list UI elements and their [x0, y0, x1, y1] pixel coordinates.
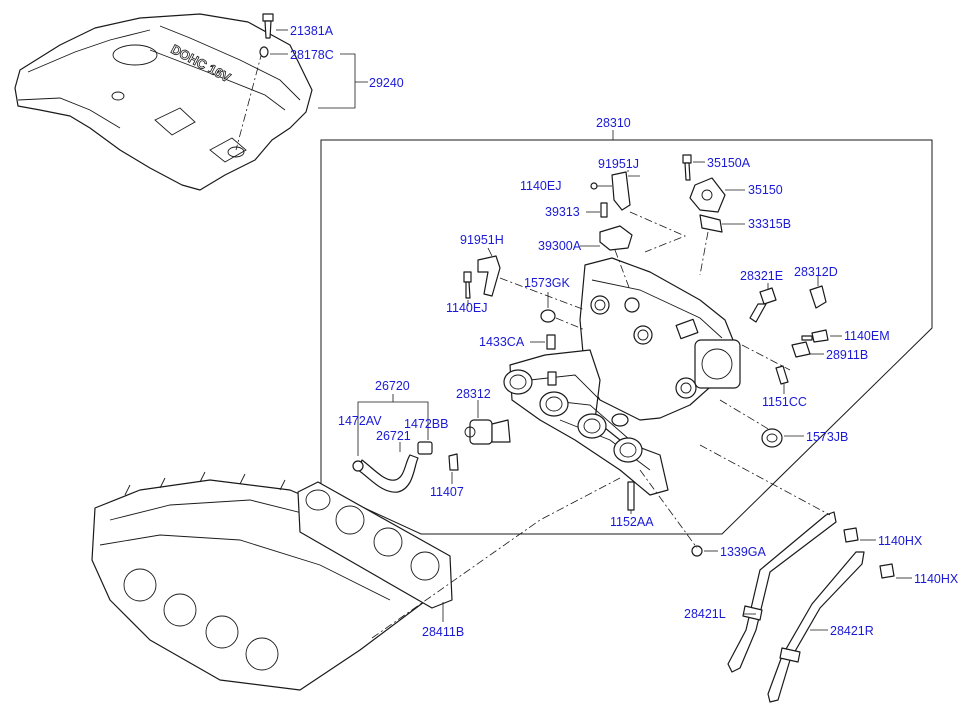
label-28178C: 28178C	[290, 48, 334, 62]
label-28312: 28312	[456, 387, 491, 401]
nut-1339GA	[691, 545, 703, 557]
bolt-1140HX-a	[843, 527, 859, 543]
label-28312D: 28312D	[794, 265, 838, 279]
label-21381A: 21381A	[290, 24, 334, 38]
label-1140EJ-top: 1140EJ	[520, 179, 561, 193]
label-91951J: 91951J	[598, 157, 639, 171]
label-11407: 11407	[430, 485, 464, 499]
label-26721: 26721	[376, 429, 411, 443]
sensor-39300A	[599, 202, 633, 251]
bolt-1140HX-b	[879, 563, 895, 579]
bolt-1140EM	[801, 329, 829, 343]
label-28310: 28310	[596, 116, 631, 130]
label-28421R: 28421R	[830, 624, 874, 638]
label-26720: 26720	[375, 379, 410, 393]
stay-28421R	[767, 551, 865, 703]
grommet-28178C	[259, 46, 269, 58]
label-35150: 35150	[748, 183, 783, 197]
label-39300A: 39300A	[538, 239, 582, 253]
label-28321E: 28321E	[740, 269, 783, 283]
label-1472BB: 1472BB	[404, 417, 448, 431]
label-1140HX-b: 1140HX	[914, 572, 959, 586]
bolt-21381A	[262, 13, 274, 39]
fitting-28312D	[809, 285, 827, 309]
label-35150A: 35150A	[707, 156, 751, 170]
label-1433CA: 1433CA	[479, 335, 525, 349]
clip-28911B	[791, 341, 811, 358]
bolt-11407	[448, 453, 459, 471]
stud-1433CA	[546, 334, 556, 350]
sensor-35150	[682, 154, 726, 233]
label-1573JB: 1573JB	[806, 430, 848, 444]
label-1151CC: 1151CC	[762, 395, 807, 409]
label-1573GK: 1573GK	[524, 276, 571, 290]
label-28421L: 28421L	[684, 607, 726, 621]
label-28911B: 28911B	[826, 348, 868, 362]
sensor-28321E	[749, 287, 777, 323]
stud-1151CC	[775, 365, 789, 385]
label-1472AV: 1472AV	[338, 414, 382, 428]
stay-28421L	[727, 511, 837, 673]
intake-manifold	[503, 257, 741, 496]
bracket-91951J	[590, 171, 631, 211]
bracket-91951H	[463, 255, 501, 299]
label-33315B: 33315B	[748, 217, 791, 231]
label-39313: 39313	[545, 205, 580, 219]
label-1140EM: 1140EM	[844, 329, 890, 343]
label-1140EJ-left: 1140EJ	[446, 301, 487, 315]
label-28411B: 28411B	[422, 625, 464, 639]
label-1339GA: 1339GA	[720, 545, 767, 559]
valve-28312	[464, 419, 511, 445]
gasket-28411B	[297, 481, 453, 609]
label-1152AA: 1152AA	[610, 515, 654, 529]
label-91951H: 91951H	[460, 233, 504, 247]
ring-1573JB	[761, 428, 783, 448]
engine-cover: DOHC 16V	[14, 13, 313, 191]
stud-1152AA	[627, 481, 635, 511]
label-1140HX-a: 1140HX	[878, 534, 923, 548]
hose-26720	[352, 441, 433, 493]
label-29240: 29240	[369, 76, 404, 90]
ring-1573GK	[540, 309, 556, 323]
